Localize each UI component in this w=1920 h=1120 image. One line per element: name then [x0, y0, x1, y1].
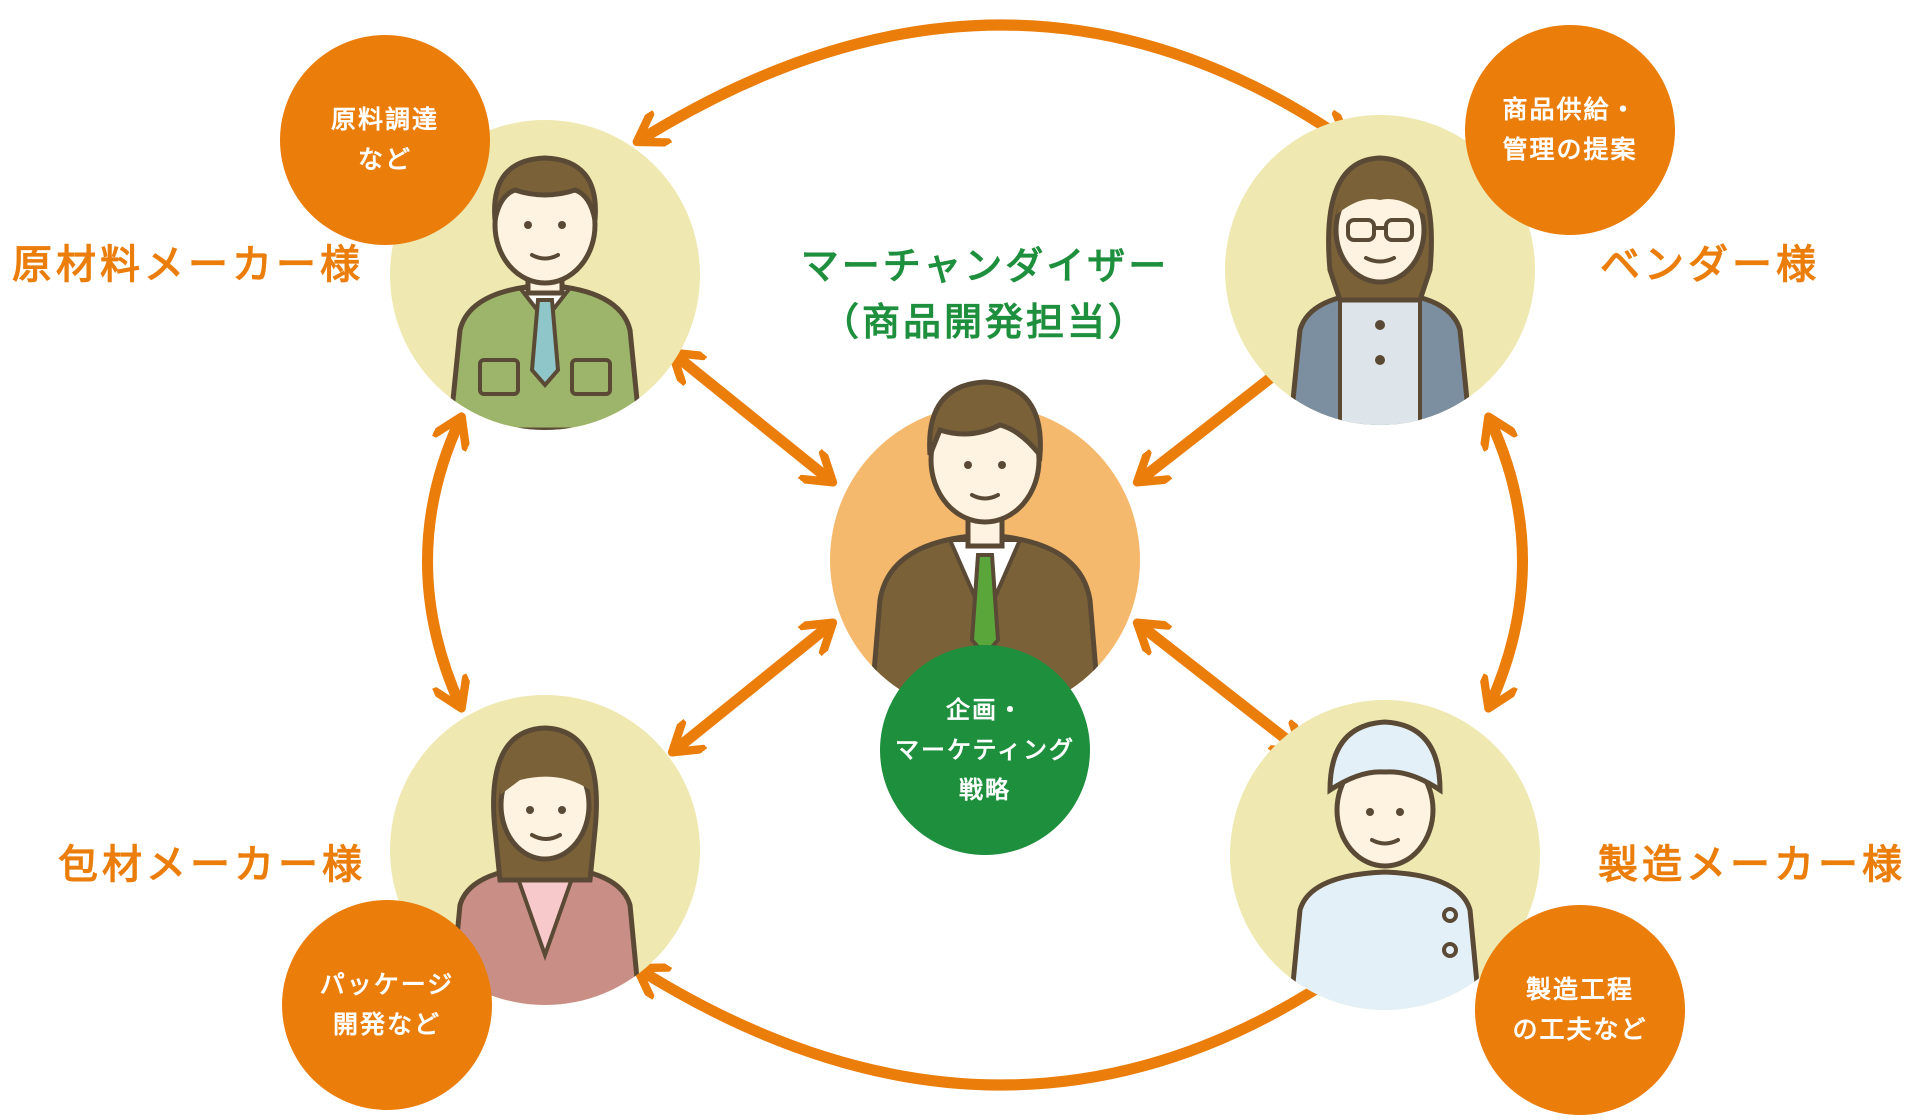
vendor-label: ベンダー様 — [1600, 242, 1820, 288]
manufacturer-bubble-line-2: の工夫など — [1512, 1015, 1648, 1044]
arrow-top-curve — [640, 19, 1345, 140]
center-strategy-bubble: 企画・ マーケティング 戦略 — [880, 645, 1090, 855]
center-title-line-2: （商品開発担当） — [820, 300, 1149, 344]
manufacturer-label: 製造メーカー様 — [1598, 842, 1906, 888]
manufacturer-person — [1230, 700, 1540, 1010]
vendor-bubble-line-1: 商品供給・ — [1502, 95, 1638, 124]
arrow-left-curve — [422, 420, 461, 705]
packaging-bubble-line-1: パッケージ — [319, 970, 455, 999]
vendor-bubble: 商品供給・ 管理の提案 — [1465, 25, 1675, 235]
arrow-bottom-curve — [640, 970, 1345, 1091]
vendor-person — [1225, 115, 1535, 425]
packaging-person — [390, 695, 700, 1005]
arrow-right-curve — [1490, 420, 1528, 705]
raw-material-bubble: 原料調達 など — [280, 35, 490, 245]
center-bubble-line-3: 戦略 — [959, 776, 1011, 804]
manufacturer-bubble: 製造工程 の工夫など — [1475, 905, 1685, 1115]
manufacturer-bubble-line-1: 製造工程 — [1525, 975, 1634, 1004]
center-title-line-1: マーチャンダイザー — [800, 244, 1170, 288]
packaging-bubble: パッケージ 開発など — [282, 900, 492, 1110]
packaging-bubble-line-2: 開発など — [332, 1010, 441, 1039]
merchandiser-person — [830, 379, 1140, 715]
packaging-label: 包材メーカー様 — [58, 842, 366, 888]
center-bubble-line-1: 企画・ — [946, 696, 1024, 724]
arrow-center-bottom-left — [675, 625, 830, 750]
raw-material-label: 原材料メーカー様 — [12, 242, 364, 288]
center-bubble-line-2: マーケティング — [894, 736, 1076, 764]
arrow-center-bottom-right — [1140, 625, 1300, 750]
raw-material-bubble-line-2: など — [357, 145, 412, 174]
arrow-center-top-left — [675, 355, 830, 480]
vendor-bubble-line-2: 管理の提案 — [1502, 135, 1638, 164]
center-title: マーチャンダイザー （商品開発担当） — [760, 238, 1210, 350]
raw-material-bubble-line-1: 原料調達 — [330, 105, 439, 134]
